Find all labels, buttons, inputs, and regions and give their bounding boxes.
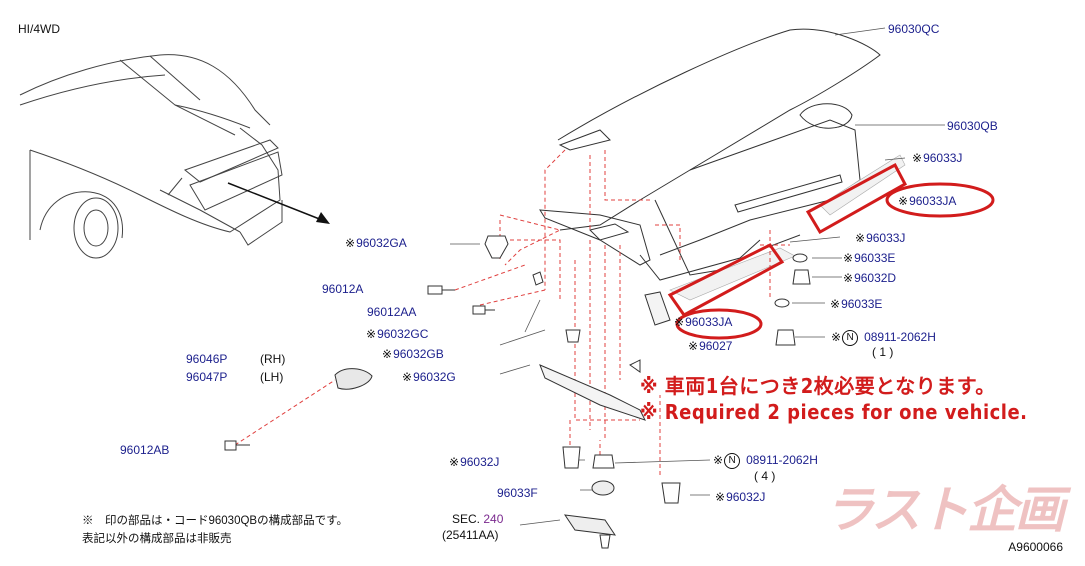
asterisk-mark: ※ [843,271,854,285]
highlight-box-right [805,162,908,235]
asterisk-mark: ※ [366,327,377,341]
asterisk-mark: ※ [402,370,413,384]
quantity-top: ( 1 ) [872,345,894,359]
watermark-logo: ラスト企画 [824,480,1065,539]
part-96033J-top[interactable]: ※96033J [912,151,962,165]
section-ref[interactable]: SEC. 240 [452,512,503,526]
asterisk-mark: ※ [831,330,842,345]
variant-label: HI/4WD [18,22,60,36]
part-96032GA[interactable]: ※96032GA [345,236,407,250]
part-code: 96033JA [909,194,957,208]
asterisk-mark: ※ [855,231,866,245]
lh-label: (LH) [260,370,284,384]
quantity-bottom: ( 4 ) [754,469,776,483]
sec-label: SEC. [452,512,481,526]
part-96033JA-left[interactable]: ※96033JA [674,315,732,329]
highlight-oval-right [885,182,995,218]
asterisk-mark: ※ [912,151,923,165]
asterisk-mark: ※ [830,297,841,311]
asterisk-mark: ※ [345,236,356,250]
highlight-oval-left [675,308,763,340]
part-96033J-mid[interactable]: ※96033J [855,231,905,245]
part-96032D[interactable]: ※96032D [843,271,896,285]
sec-number: 240 [483,512,504,526]
asterisk-mark: ※ [449,455,460,469]
part-code: 08911-2062H [746,453,818,468]
note-line-2: 表記以外の構成部品は非販売 [82,533,232,545]
rh-label: (RH) [260,352,286,366]
asterisk-mark: ※ [843,251,854,265]
asterisk-mark: ※ [688,339,699,353]
part-code: 96033J [866,231,906,245]
n-circle-icon: N [842,330,859,346]
part-96033E-mid[interactable]: ※96033E [830,297,882,311]
part-96027[interactable]: ※96027 [688,339,732,353]
part-code: 96032GB [393,347,444,361]
asterisk-mark: ※ [715,490,726,504]
small-parts [224,235,811,549]
pointer-arrow-line [227,182,323,221]
part-code: 96032G [413,370,456,384]
required-note-en: ※ Required 2 pieces for one vehicle. [640,400,1028,424]
note-line-1: ※ 印の部品は・コード96030QBの構成部品です。 [82,515,348,527]
asterisk-mark: ※ [713,453,724,468]
part-96033E-top[interactable]: ※96033E [843,251,895,265]
part-96032GC[interactable]: ※96032GC [366,327,428,341]
part-96030QB[interactable]: 96030QB [947,119,998,133]
part-96032GB[interactable]: ※96032GB [382,347,444,361]
part-code: 96027 [699,339,733,353]
required-note-jp: ※ 車両1台につき2枚必要となります。 [640,374,996,398]
asterisk-mark: ※ [382,347,393,361]
part-96012AB[interactable]: 96012AB [120,443,170,457]
part-08911-bottom[interactable]: ※N 08911-2062H [713,453,818,469]
asterisk-mark: ※ [898,194,909,208]
spoiler-blade [539,28,881,281]
part-code: 96033E [841,297,883,311]
part-08911-top[interactable]: ※N 08911-2062H [831,330,936,346]
diagram-code: A9600066 [1008,540,1063,554]
part-96032J-bottom[interactable]: ※96032J [449,455,499,469]
asterisk-mark: ※ [674,315,685,329]
part-code: 96032J [460,455,500,469]
part-code: 96033JA [685,315,733,329]
part-96012AA[interactable]: 96012AA [367,305,417,319]
part-96033F[interactable]: 96033F [497,486,538,500]
part-code: 96032J [726,490,766,504]
part-96032J-bottom-2[interactable]: ※96032J [715,490,765,504]
part-code: 96033E [854,251,896,265]
highlight-marks [667,162,995,340]
car-illustration [19,54,283,259]
part-code: 96033J [923,151,963,165]
part-96012A[interactable]: 96012A [322,282,364,296]
part-96033JA-right[interactable]: ※96033JA [898,194,956,208]
arrowhead-icon [316,212,330,224]
part-code: 96032GC [377,327,429,341]
part-96030QC[interactable]: 96030QC [888,22,940,36]
section-sub: (25411AA) [442,528,499,542]
part-code: 08911-2062H [864,330,936,345]
part-96047P[interactable]: 96047P [186,370,228,384]
dashed-leaders [234,149,790,475]
n-circle-icon: N [724,453,741,469]
part-96032G[interactable]: ※96032G [402,370,456,384]
highlight-box-left [667,243,785,317]
part-code: 96032GA [356,236,407,250]
part-code: 96032D [854,271,897,285]
leader-lines [450,27,945,526]
part-96046P[interactable]: 96046P [186,352,228,366]
